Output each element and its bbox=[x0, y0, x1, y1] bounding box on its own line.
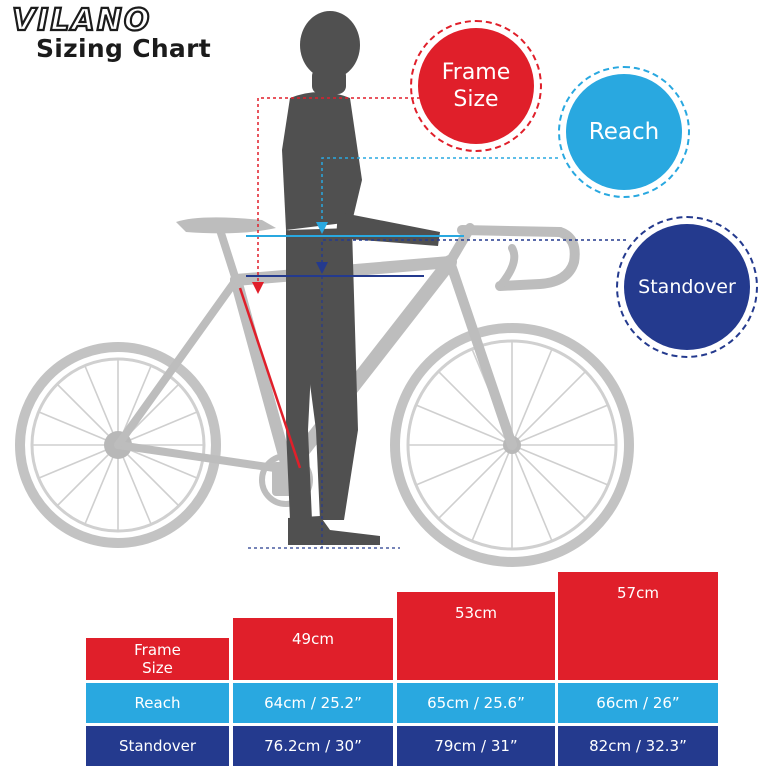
bike-rider-illustration bbox=[15, 11, 634, 567]
frame-size-guide bbox=[238, 88, 471, 469]
standover-row-header: Standover bbox=[86, 726, 229, 766]
frame-size-cell-53: 53cm bbox=[397, 592, 555, 680]
frame-size-cell-49: 49cm bbox=[233, 618, 393, 680]
vilano-logo: VILANO bbox=[8, 2, 258, 42]
standover-value: 82cm / 32.3” bbox=[589, 737, 687, 755]
standover-value: 79cm / 31” bbox=[434, 737, 518, 755]
reach-value: 66cm / 26” bbox=[596, 694, 680, 712]
rear-wheel bbox=[15, 342, 221, 548]
standover-cell-57: 82cm / 32.3” bbox=[558, 726, 718, 766]
reach-cell-57: 66cm / 26” bbox=[558, 683, 718, 723]
reach-header-label: Reach bbox=[134, 694, 181, 712]
standover-cell-49: 76.2cm / 30” bbox=[233, 726, 393, 766]
frame-size-header-line2: Size bbox=[142, 659, 173, 677]
frame-size-value: 49cm bbox=[292, 630, 334, 648]
page-subtitle: Sizing Chart bbox=[36, 34, 211, 63]
reach-bubble-ring bbox=[558, 66, 690, 198]
reach-bubble: Reach bbox=[566, 74, 682, 190]
frame-size-value: 57cm bbox=[617, 584, 659, 602]
frame-size-value: 53cm bbox=[455, 604, 497, 622]
reach-value: 64cm / 25.2” bbox=[264, 694, 362, 712]
standover-bubble-ring bbox=[616, 216, 758, 358]
reach-row-header: Reach bbox=[86, 683, 229, 723]
frame-size-header-line1: Frame bbox=[134, 641, 181, 659]
reach-value: 65cm / 25.6” bbox=[427, 694, 525, 712]
standover-guide bbox=[246, 239, 626, 549]
frame-size-cell-57: 57cm bbox=[558, 572, 718, 680]
frame-size-bubble-line2: Size bbox=[453, 87, 499, 112]
reach-bubble-label: Reach bbox=[588, 119, 660, 145]
frame-size-bubble-line1: Frame bbox=[441, 60, 511, 85]
frame-size-bubble: Frame Size bbox=[418, 28, 534, 144]
frame-size-bubble-ring bbox=[410, 20, 542, 152]
standover-header-label: Standover bbox=[118, 737, 197, 755]
standover-value: 76.2cm / 30” bbox=[264, 737, 362, 755]
standover-cell-53: 79cm / 31” bbox=[397, 726, 555, 766]
reach-cell-49: 64cm / 25.2” bbox=[233, 683, 393, 723]
handlebars bbox=[457, 225, 580, 291]
standover-bubble: Standover bbox=[624, 224, 750, 350]
standover-bubble-label: Standover bbox=[638, 276, 736, 298]
bike-frame bbox=[114, 223, 517, 477]
frame-size-row-header: Frame Size bbox=[86, 638, 229, 680]
logo-text: VILANO bbox=[12, 3, 151, 38]
saddle bbox=[176, 217, 276, 234]
reach-guide bbox=[246, 157, 558, 237]
reach-cell-53: 65cm / 25.6” bbox=[397, 683, 555, 723]
